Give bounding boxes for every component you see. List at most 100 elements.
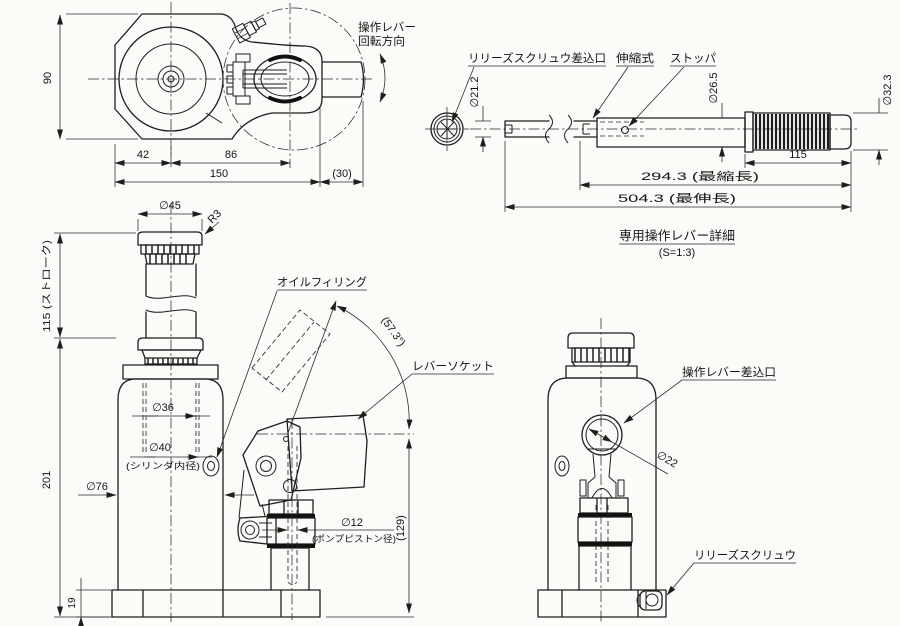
head-cap [137, 337, 204, 351]
grip-collar [744, 111, 754, 153]
dim-19-label: 19 [67, 597, 78, 609]
dim-201-label: 201 [41, 471, 53, 489]
dim-40-label: ∅40 [149, 442, 171, 454]
side-yoke [587, 453, 617, 499]
lever-detail-view: リリーズスクリュウ差込口 伸縮式 ストッパ ∅21.2 ∅26.5 ∅32.3 … [425, 51, 894, 259]
pump-bracket [242, 420, 302, 507]
plan-lever-bars [242, 69, 287, 89]
lower-pivot-plate [237, 515, 277, 546]
side-yoke-tab-left [579, 479, 587, 497]
rotation-label-line2: 回転方向 [358, 34, 405, 48]
link-bars [259, 522, 272, 538]
angle-ray [287, 300, 337, 434]
head-serr-band [144, 357, 198, 365]
ext-19 [76, 589, 112, 618]
dim-22-label: ∅22 [655, 449, 680, 470]
pivot-hole-inner [260, 460, 272, 472]
dim-32-label: ∅32.3 [882, 75, 894, 106]
ram-break-lines [145, 295, 197, 313]
lever-break-lines [545, 114, 572, 144]
lever-detail-title: 専用操作レバー詳細 [619, 228, 735, 243]
release-screw-leader [666, 562, 695, 596]
saddle-band-1 [140, 244, 200, 255]
plan-ram-circle-outer [118, 26, 224, 132]
saddle-band-2 [144, 253, 196, 265]
side-bottle-body [547, 377, 657, 591]
dim-42-label: 42 [137, 149, 149, 161]
pump-seal-band-top [267, 514, 315, 518]
dim-86-label: 86 [225, 149, 237, 161]
ext-45 [137, 219, 203, 231]
release-port-label: リリーズスクリュウ差込口 [468, 51, 606, 65]
front-collar [122, 364, 219, 380]
lever-scale-note: (S=1:3) [659, 247, 695, 259]
dim-129-label: (129) [395, 515, 407, 541]
side-oil-plug-inner [558, 461, 566, 471]
oil-plug [202, 455, 220, 477]
dim-30-label: (30) [332, 168, 352, 180]
side-saddle-cap [567, 332, 635, 349]
plan-socket-tube [321, 61, 365, 98]
head-taper [141, 349, 202, 359]
dim-115-label: 115 [789, 149, 807, 161]
plan-ram-hub [157, 65, 185, 93]
link-arm [238, 469, 266, 519]
side-taper [571, 361, 631, 367]
lower-pivot-bolt [245, 525, 255, 535]
front-bottle-body [117, 378, 224, 591]
dim-12-label: ∅12 [341, 517, 363, 529]
oil-fill-label: オイルフィリング [277, 275, 367, 289]
release-port-leader [451, 66, 475, 123]
lever-endview-hatch [437, 119, 457, 139]
telescopic-label: 伸縮式 [616, 51, 655, 65]
lever-port-leader [623, 379, 683, 424]
plan-ram-hub-inner [162, 70, 180, 88]
side-socket-ring-inner [585, 418, 619, 452]
dim-36-label: ∅36 [152, 402, 174, 414]
dim-40-note: (シリンダ内径) [126, 460, 200, 471]
head-serration [147, 358, 194, 364]
dim-22-leader [611, 441, 669, 475]
front-base [111, 589, 321, 618]
plan-socket-crescent-bottom [268, 96, 302, 104]
pump-seal-band-bottom [267, 544, 315, 548]
dim-45-label: ∅45 [159, 200, 181, 212]
grip-knurling [754, 114, 830, 149]
pump-lower-cylinder [270, 547, 310, 591]
side-pump-lower [578, 545, 632, 591]
saddle-serration-1 [145, 245, 195, 254]
pivot-hole-outer [255, 455, 277, 477]
lever-socket-label: レバーソケット [412, 360, 494, 373]
ext-lines-plan [114, 101, 364, 187]
dim-294-label: 294.3 (最縮長) [641, 169, 759, 183]
side-collar [565, 365, 638, 379]
side-seal-band-top [578, 513, 632, 517]
lever-socket-leader [357, 373, 413, 420]
stopper-leader [628, 66, 685, 127]
lever-shaft-2 [573, 120, 598, 138]
side-yoke-tab-right [617, 479, 625, 497]
saddle-serration-2 [149, 254, 187, 264]
dim-r3-label: R3 [206, 208, 224, 226]
stopper-hole [621, 126, 629, 134]
ext-left-dims [54, 232, 136, 618]
dim-12-note: (ポンプピストン径) [312, 533, 396, 544]
lever-slot [582, 123, 590, 135]
plan-ledge [205, 112, 223, 124]
plan-oil-nozzle [231, 17, 267, 44]
dim-90-label: 90 [42, 72, 54, 84]
oil-fill-leader [216, 290, 278, 458]
rotation-direction-arrow [379, 53, 387, 103]
stopper-label: ストッパ [670, 52, 716, 65]
lever-fork-notch [505, 124, 513, 134]
lever-endview-outer [430, 112, 464, 146]
lever-port-label: 操作レバー差込口 [682, 365, 776, 379]
ext-32 [853, 112, 888, 151]
telescopic-leader [592, 66, 629, 119]
release-screw-body [639, 590, 663, 611]
front-view: (57.3°) オイルフィリング レバーソケット ∅45 R3 [41, 200, 494, 626]
dim-26-label: ∅26.5 [708, 73, 720, 104]
plan-socket-bore [260, 61, 310, 97]
saddle-cap [137, 231, 203, 246]
dim-stroke-label: 115 (ストローク) [41, 240, 53, 332]
